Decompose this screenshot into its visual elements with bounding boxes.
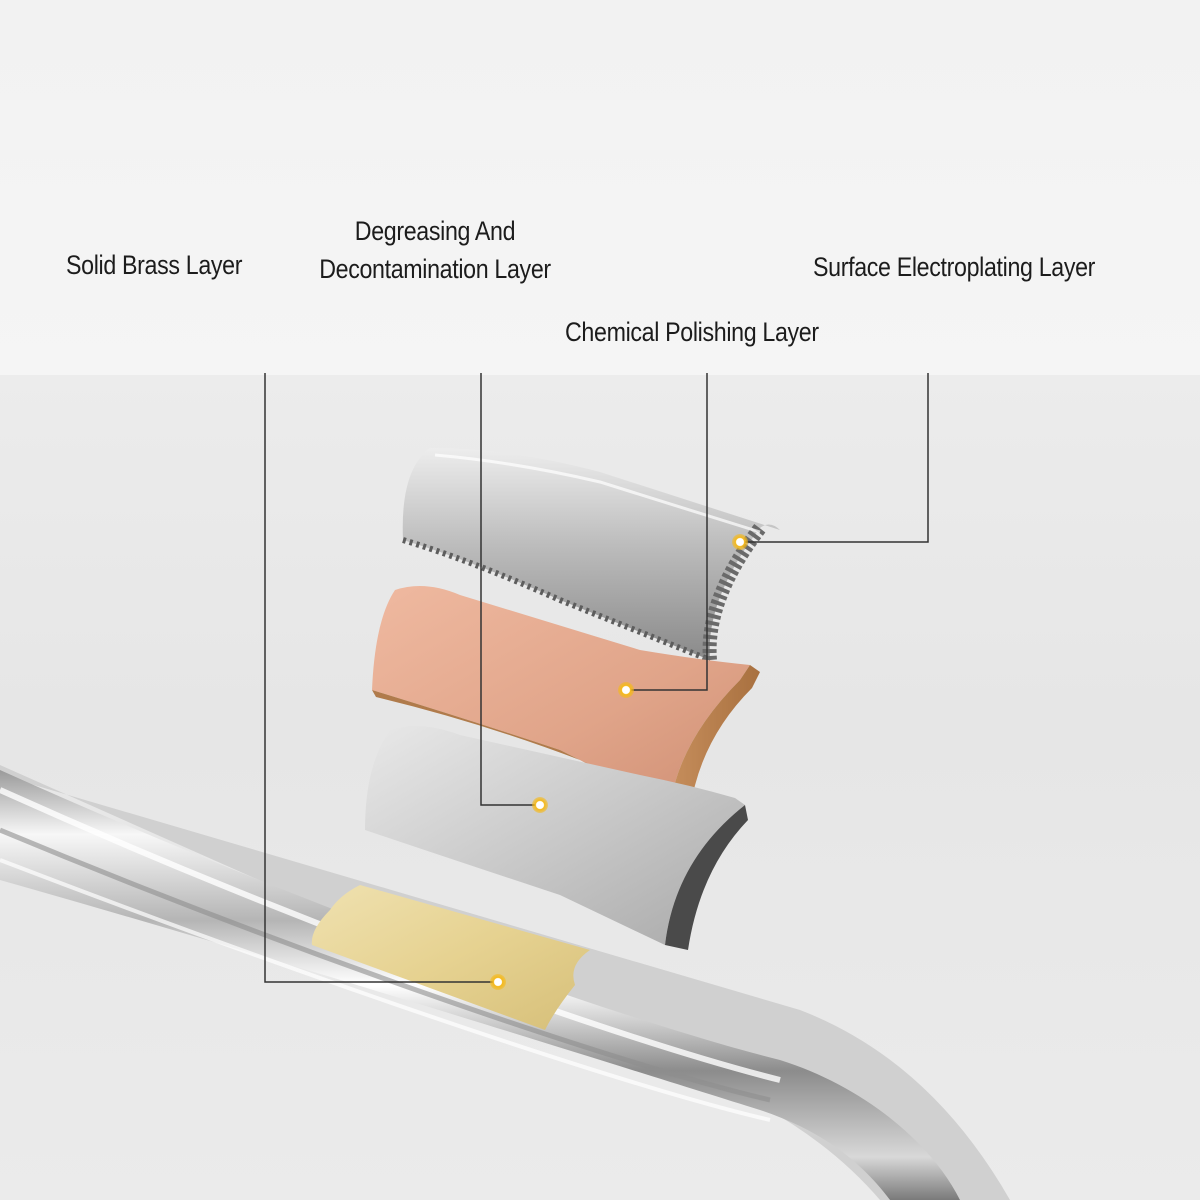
label-electroplating: Surface Electroplating Layer [813,252,1096,282]
leader-line-degreasing [480,373,540,806]
label-degreasing: Degreasing And Decontamination Layer [310,212,559,288]
degreasing-plate [365,726,748,950]
brass-core-cutaway [311,885,590,1030]
label-polishing: Chemical Polishing Layer [565,317,819,347]
leader-line-brass [264,373,498,983]
title-band [0,0,1200,375]
leader-line-electroplating [740,373,929,543]
electroplating-plate [402,448,780,663]
label-solid-brass: Solid Brass Layer [66,250,243,280]
marker-dot-electroplating [732,534,748,550]
label-degreasing-line1: Degreasing And [354,216,516,246]
label-degreasing-line2: Decontamination Layer [319,254,551,284]
marker-dot-brass [490,974,506,990]
leader-lines [264,373,929,983]
marker-dot-degreasing [532,797,548,813]
marker-dot-polishing [618,682,634,698]
leader-line-polishing [626,373,708,691]
marker-dots [490,534,748,990]
